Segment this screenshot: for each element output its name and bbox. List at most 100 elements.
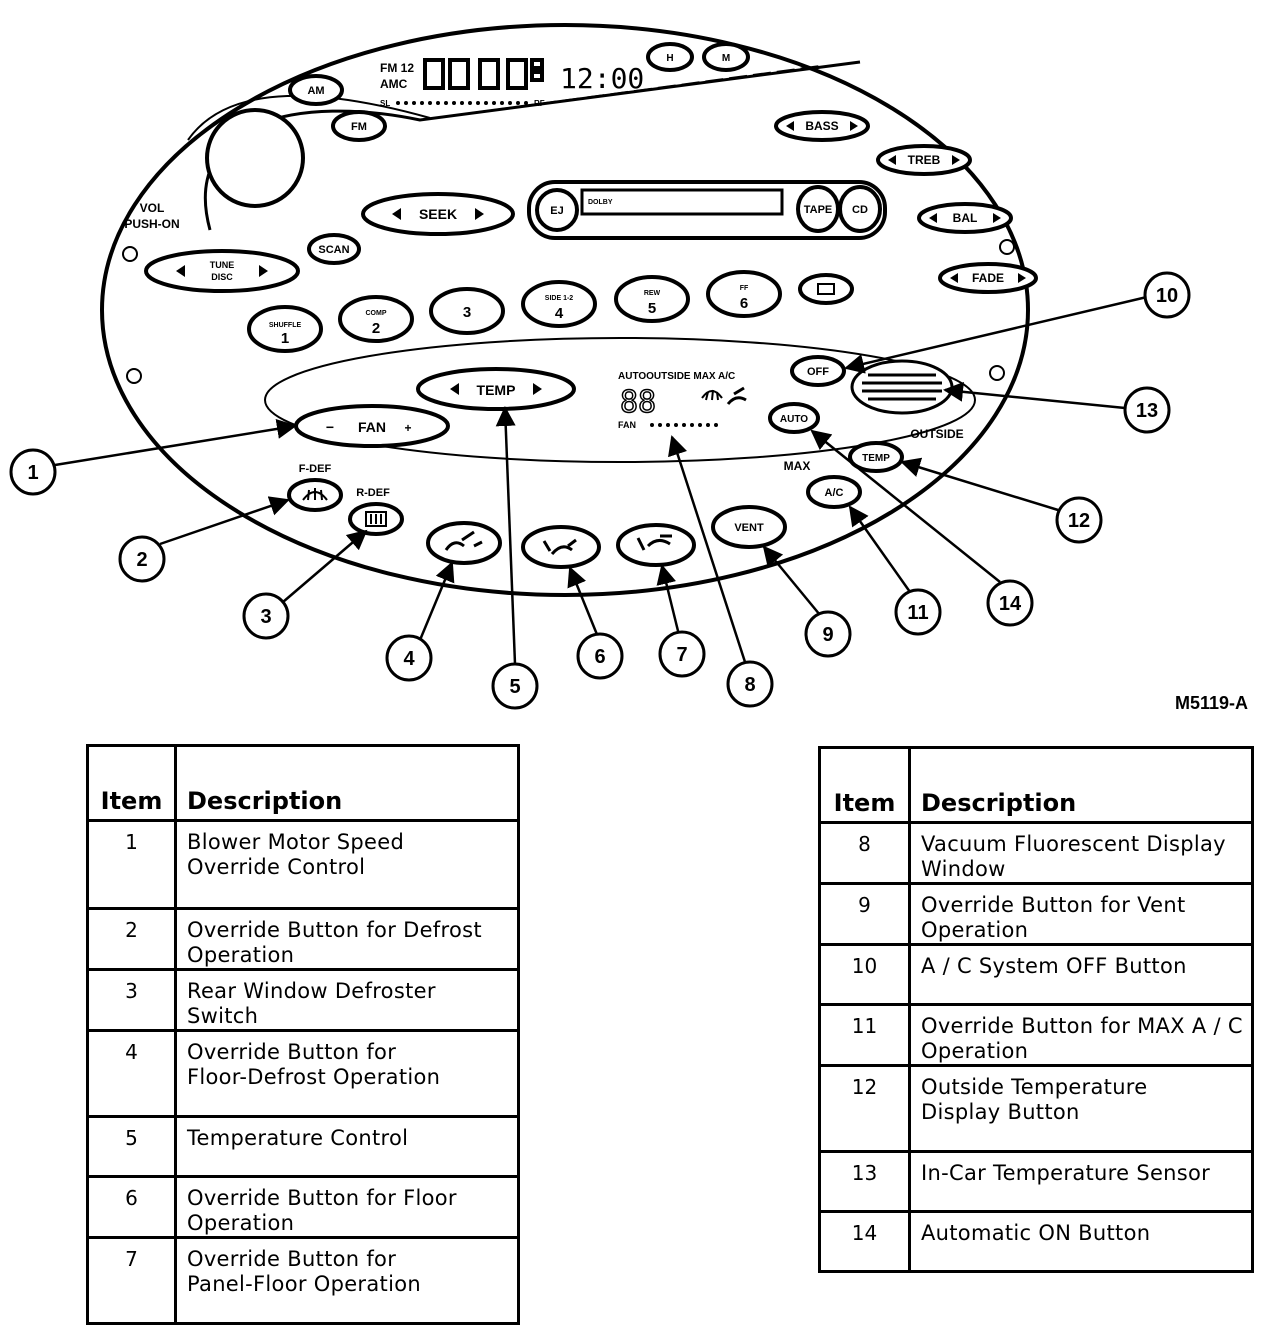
table-row: 14 Automatic ON Button [818, 1210, 1254, 1273]
fm-button[interactable]: FM [331, 110, 387, 142]
volume-knob[interactable] [205, 108, 305, 208]
svg-text:TREB: TREB [908, 153, 941, 167]
signal-left-label: SL [380, 99, 390, 108]
item-description: In-Car Temperature Sensor [908, 1150, 1254, 1213]
item-number: 2 [86, 907, 177, 971]
floor-button[interactable] [521, 525, 601, 569]
m-button[interactable]: M [702, 42, 750, 72]
max-ac-button[interactable]: A/C [806, 475, 862, 509]
outside-temp-button[interactable]: TEMP [848, 441, 904, 473]
floor-defrost-icon [444, 530, 483, 551]
preset-button-5[interactable]: REW 5 [614, 275, 690, 323]
auto-button[interactable]: AUTO [768, 402, 820, 434]
seek-button[interactable]: SEEK [361, 192, 515, 236]
dolby-label: DOLBY [588, 199, 613, 206]
header-description: Description [908, 746, 1254, 824]
tune-disc-button[interactable]: TUNE DISC [144, 249, 300, 293]
svg-text:7: 7 [676, 644, 687, 666]
callout-11: 11 [894, 588, 942, 636]
rear-defrost-button[interactable] [348, 502, 404, 536]
defrost-button[interactable] [287, 478, 343, 512]
table-row: 13 In-Car Temperature Sensor [818, 1150, 1254, 1213]
display-status-row: AUTOOUTSIDE MAX A/C [618, 371, 735, 382]
svg-text:12: 12 [1068, 510, 1090, 532]
svg-text:SCAN: SCAN [318, 244, 349, 256]
am-button[interactable]: AM [288, 74, 344, 106]
svg-text:6: 6 [740, 295, 748, 312]
preset-button-3[interactable]: 3 [429, 287, 505, 335]
bass-button[interactable]: BASS [774, 110, 870, 142]
tape-button[interactable]: TAPE [796, 185, 840, 233]
eject-button[interactable]: EJ [535, 188, 579, 232]
treb-button[interactable]: TREB [876, 144, 972, 176]
f-def-label: F-DEF [299, 463, 332, 475]
r-def-label: R-DEF [356, 487, 390, 499]
svg-text:14: 14 [999, 593, 1022, 615]
svg-text:FADE: FADE [972, 271, 1004, 285]
fan-label: FAN [358, 419, 386, 435]
legend-table-right: Item Description 8 Vacuum Fluorescent Di… [818, 746, 1254, 1273]
svg-text:10: 10 [1156, 285, 1178, 307]
dolby-nr-button[interactable] [798, 273, 854, 305]
item-description: Temperature Control [174, 1115, 520, 1178]
callout-8: 8 [726, 660, 774, 708]
svg-text:VENT: VENT [734, 522, 764, 534]
vent-button[interactable]: VENT [711, 505, 787, 549]
svg-text:5: 5 [648, 300, 656, 317]
svg-text:4: 4 [403, 648, 415, 670]
bal-button[interactable]: BAL [917, 202, 1013, 234]
fan-control[interactable]: − FAN + [294, 404, 450, 448]
frequency-segments [423, 58, 544, 90]
ac-off-button[interactable]: OFF [790, 355, 846, 387]
leader-lines [54, 295, 1148, 665]
callout-14: 14 [986, 579, 1034, 627]
in-car-temp-sensor [850, 359, 954, 415]
svg-text:BASS: BASS [805, 119, 838, 133]
preset-button-1[interactable]: SHUFFLE 1 [247, 305, 323, 353]
item-number: 1 [86, 819, 177, 910]
floor-defrost-button[interactable] [426, 521, 502, 565]
callout-9: 9 [804, 610, 852, 658]
svg-text:TAPE: TAPE [804, 204, 833, 216]
svg-text:REW: REW [644, 290, 661, 297]
scan-button[interactable]: SCAN [307, 233, 361, 265]
svg-text:11: 11 [907, 602, 928, 624]
signal-right-label: RF [534, 99, 545, 108]
item-number: 7 [86, 1236, 177, 1325]
svg-text:2: 2 [372, 320, 380, 337]
panel-floor-button[interactable] [616, 523, 696, 567]
svg-text:M: M [722, 53, 730, 64]
floor-icon [542, 538, 577, 555]
svg-text:TEMP: TEMP [477, 382, 516, 398]
item-description: A / C System OFF Button [908, 943, 1254, 1006]
fade-button[interactable]: FADE [938, 262, 1038, 294]
cd-button[interactable]: CD [838, 185, 882, 233]
preset-button-4[interactable]: SIDE 1-2 4 [521, 280, 597, 328]
defrost-icon [302, 488, 328, 501]
svg-text:AUTO: AUTO [780, 414, 808, 425]
svg-text:3: 3 [463, 304, 471, 321]
header-item: Item [86, 744, 177, 822]
preset-button-6[interactable]: FF 6 [706, 270, 782, 318]
preset-button-2[interactable]: COMP 2 [338, 295, 414, 343]
temp-control[interactable]: TEMP [416, 367, 576, 411]
svg-text:6: 6 [594, 646, 605, 668]
tape-cd-unit: DOLBY [527, 180, 887, 240]
svg-text:2: 2 [136, 549, 147, 571]
h-button[interactable]: H [646, 42, 694, 72]
item-number: 11 [818, 1003, 911, 1067]
outside-label: OUTSIDE [910, 427, 963, 441]
svg-text:EJ: EJ [550, 205, 563, 217]
rear-defrost-icon [365, 511, 387, 527]
item-number: 5 [86, 1115, 177, 1178]
callout-5: 5 [491, 662, 539, 710]
